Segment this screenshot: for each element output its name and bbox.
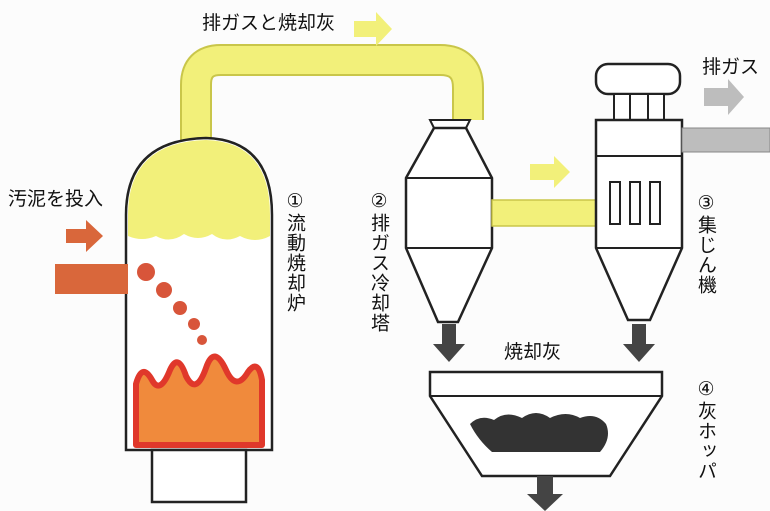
sludge-input-arrow	[66, 220, 103, 252]
unit-number: ②	[368, 190, 390, 213]
unit-label-furnace: ①流動焼却炉	[284, 190, 306, 313]
ember	[156, 282, 172, 298]
connecting-duct	[491, 199, 597, 227]
unit-label-dust-collector: ③集じん機	[695, 192, 717, 295]
sludge-input-pipe	[55, 264, 128, 294]
unit-number: ③	[695, 192, 717, 215]
sludge-input-label: 汚泥を投入	[8, 188, 104, 210]
gas-duct-fill	[182, 46, 482, 160]
flow-arrow-icon	[704, 79, 744, 115]
flame-icon	[133, 353, 265, 448]
unit-number: ①	[284, 190, 306, 213]
ember	[188, 318, 200, 330]
dust-collector-motor	[594, 62, 682, 96]
unit-label-ash-hopper: ④灰ホッパ	[695, 378, 717, 481]
furnace-base	[150, 448, 248, 504]
ash-pile	[470, 413, 608, 452]
ember	[173, 301, 187, 315]
exhaust-gas-label: 排ガス	[702, 56, 760, 78]
down-arrow-icon	[527, 476, 563, 511]
cooling-tower	[404, 126, 494, 324]
unit-name: 灰ホッパ	[695, 401, 717, 481]
down-arrow-icon	[433, 324, 465, 362]
dust-collector-stem	[613, 93, 665, 121]
ember	[137, 263, 155, 281]
filter-bag	[609, 181, 621, 225]
unit-name: 集じん機	[695, 215, 717, 295]
filter-bag	[649, 181, 661, 225]
unit-name: 排ガス冷却塔	[368, 213, 390, 333]
filter-bag	[629, 181, 641, 225]
ember	[197, 335, 207, 345]
furnace-gas	[128, 140, 270, 240]
down-arrow-icon	[623, 324, 655, 362]
exhaust-pipe	[681, 127, 770, 153]
unit-label-cooling-tower: ②排ガス冷却塔	[368, 190, 390, 333]
unit-number: ④	[695, 378, 717, 401]
flow-arrow-icon	[530, 156, 570, 188]
flow-arrow-icon	[354, 12, 392, 46]
unit-name: 流動焼却炉	[284, 213, 306, 313]
flue-gas-and-ash-label: 排ガスと焼却灰	[202, 12, 336, 34]
incinerated-ash-label: 焼却灰	[504, 341, 562, 363]
